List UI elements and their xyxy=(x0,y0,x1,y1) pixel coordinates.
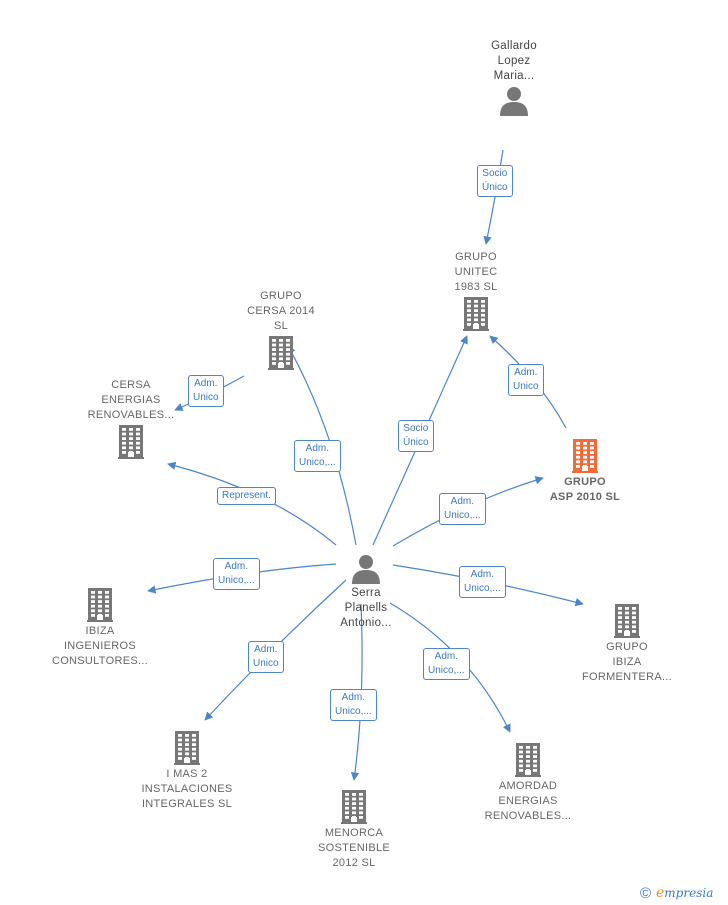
node-menorca[interactable]: MENORCA SOSTENIBLE 2012 SL xyxy=(289,788,419,871)
node-label-menorca: MENORCA SOSTENIBLE 2012 SL xyxy=(317,827,391,869)
node-serra[interactable]: Serra Planells Antonio... xyxy=(301,552,431,631)
brand-logo: empresia xyxy=(656,885,714,901)
building-icon[interactable] xyxy=(411,297,541,331)
node-label-ibizaIng: IBIZA INGENIEROS CONSULTORES... xyxy=(51,625,149,667)
edge-label-serra-to-ibizaForm[interactable]: Adm. Unico,... xyxy=(459,566,506,598)
node-label-amordad: AMORDAD ENERGIAS RENOVABLES... xyxy=(484,780,572,822)
edge-label-cersa2014-to-cersaEnerg[interactable]: Adm. Unico xyxy=(188,375,224,407)
building-icon[interactable] xyxy=(289,790,419,824)
node-label-imas2: I MAS 2 INSTALACIONES INTEGRALES SL xyxy=(141,768,233,810)
node-label-cersa2014: GRUPO CERSA 2014 SL xyxy=(247,290,315,332)
building-icon[interactable] xyxy=(463,743,593,777)
edge-label-serra-to-menorca[interactable]: Adm. Unico,... xyxy=(330,689,377,721)
node-label-asp2010: GRUPO ASP 2010 SL xyxy=(549,476,621,503)
edge-label-serra-to-asp2010[interactable]: Adm. Unico,... xyxy=(439,493,486,525)
node-cersa2014[interactable]: GRUPO CERSA 2014 SL xyxy=(216,289,346,372)
node-label-unitec: GRUPO UNITEC 1983 SL xyxy=(454,251,498,293)
building-icon[interactable] xyxy=(122,731,252,765)
building-icon[interactable] xyxy=(66,425,196,459)
node-cersaEnerg[interactable]: CERSA ENERGIAS RENOVABLES... xyxy=(66,378,196,461)
building-icon[interactable] xyxy=(520,439,650,473)
node-label-cersaEnerg: CERSA ENERGIAS RENOVABLES... xyxy=(87,379,175,421)
node-unitec[interactable]: GRUPO UNITEC 1983 SL xyxy=(411,250,541,333)
building-icon[interactable] xyxy=(562,604,692,638)
node-label-serra: Serra Planells Antonio... xyxy=(340,587,392,629)
copyright-icon: © xyxy=(640,885,652,902)
edge-label-serra-to-cersa2014[interactable]: Adm. Unico,... xyxy=(294,440,341,472)
edge-label-asp2010-to-unitec[interactable]: Adm. Unico xyxy=(508,364,544,396)
node-imas2[interactable]: I MAS 2 INSTALACIONES INTEGRALES SL xyxy=(122,729,252,812)
edge-label-serra-to-amordad[interactable]: Adm. Unico,... xyxy=(423,648,470,680)
node-gallardo[interactable]: Gallardo Lopez Maria... xyxy=(449,39,579,118)
edge-label-serra-to-imas2[interactable]: Adm. Unico xyxy=(248,641,284,673)
edge-label-serra-to-cersaEnerg[interactable]: Represent. xyxy=(217,487,276,505)
person-icon[interactable] xyxy=(449,86,579,116)
node-label-ibizaForm: GRUPO IBIZA FORMENTERA... xyxy=(581,641,673,683)
node-label-gallardo: Gallardo Lopez Maria... xyxy=(491,40,537,82)
footer-brand[interactable]: © empresia xyxy=(638,883,728,905)
building-icon[interactable] xyxy=(35,588,165,622)
building-icon[interactable] xyxy=(216,336,346,370)
node-ibizaIng[interactable]: IBIZA INGENIEROS CONSULTORES... xyxy=(35,586,165,669)
person-icon[interactable] xyxy=(301,554,431,584)
edge-label-serra-to-unitec[interactable]: Socio Único xyxy=(398,420,434,452)
node-asp2010[interactable]: GRUPO ASP 2010 SL xyxy=(520,437,650,505)
edge-label-serra-to-ibizaIng[interactable]: Adm. Unico,... xyxy=(213,558,260,590)
node-amordad[interactable]: AMORDAD ENERGIAS RENOVABLES... xyxy=(463,741,593,824)
edge-gallardo-to-unitec xyxy=(483,149,504,245)
node-ibizaForm[interactable]: GRUPO IBIZA FORMENTERA... xyxy=(562,602,692,685)
edge-serra-to-cersa2014 xyxy=(287,345,357,546)
edge-label-gallardo-to-unitec[interactable]: Socio Único xyxy=(477,165,513,197)
